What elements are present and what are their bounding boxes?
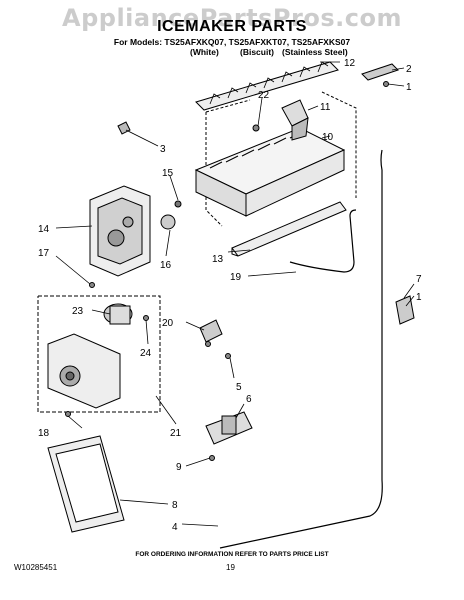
watermark: AppliancePartsPros.com [62,4,402,32]
variant-stainless: (Stainless Steel) [282,47,348,57]
callout-24: 24 [140,348,152,359]
callout-23: 23 [72,306,84,317]
callout-22: 22 [258,90,270,101]
variant-biscuit: (Biscuit) [240,47,274,57]
callout-19: 19 [230,272,242,283]
callout-3: 3 [160,144,166,155]
part-mold [194,127,346,217]
page-number: 19 [226,563,235,572]
part-water-valve [205,411,253,445]
callout-4: 4 [172,522,178,533]
part-housing [89,185,151,277]
part-ejector-blade [195,61,339,111]
callout-15: 15 [162,168,174,179]
part-wire-arm [289,209,357,273]
callout-18: 18 [38,428,50,439]
part-bracket [361,63,399,87]
part-fill-tube [219,149,383,549]
callout-1: 1 [406,82,412,93]
part-motor [103,303,133,325]
callout-5: 5 [236,382,242,393]
callout-11: 11 [320,102,331,113]
part-cup [281,99,309,141]
callout-9: 9 [176,462,182,473]
callout-1-right: 1 [416,292,422,303]
callout-10: 10 [322,132,334,143]
variant-white: (White) [190,47,219,57]
callout-17: 17 [38,248,50,259]
callout-7: 7 [416,274,422,285]
part-pad [47,435,125,533]
page-title: ICEMAKER PARTS [157,18,307,35]
ordering-note: FOR ORDERING INFORMATION REFER TO PARTS … [135,551,329,558]
callout-12: 12 [344,58,356,69]
callout-20: 20 [162,318,174,329]
part-strip [231,201,347,257]
callout-21: 21 [170,428,182,439]
callout-2: 2 [406,64,412,75]
callout-8: 8 [172,500,178,511]
callout-6: 6 [246,394,252,405]
callout-14: 14 [38,224,50,235]
callout-13: 13 [212,254,224,265]
model-list: For Models: TS25AFXKQ07, TS25AFXKT07, TS… [113,37,351,47]
document-number: W10285451 [14,563,58,572]
callout-16: 16 [160,260,172,271]
part-module [47,333,121,409]
